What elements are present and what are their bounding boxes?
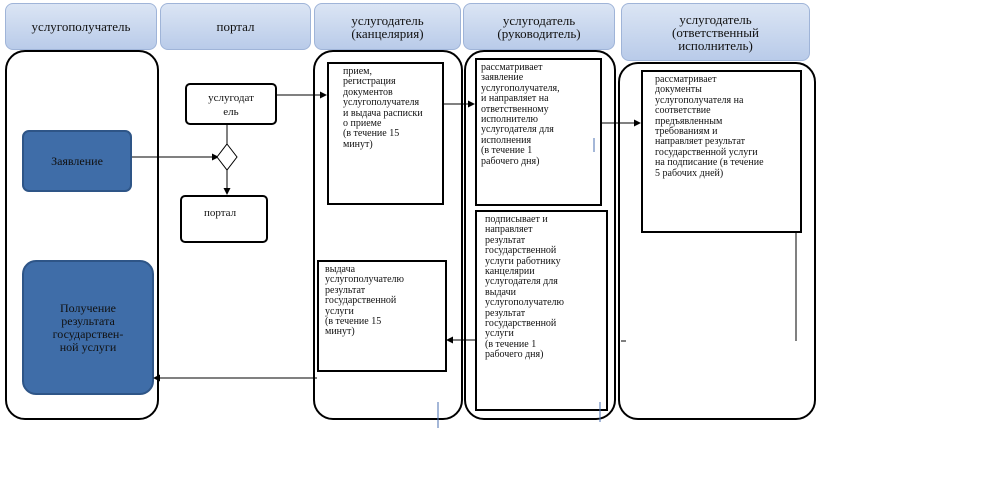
portal-box: портал [180,195,268,243]
application-node: Заявление [22,130,132,192]
office-issue-box: выдача услугополучателю результат госуда… [317,260,447,372]
office-reception-box: прием, регистрация документов услугополу… [327,62,444,205]
head-sign-box: подписывает и направляет результат госуд… [475,210,608,411]
portal-provider-box: услугодат ель [185,83,277,125]
lane-header-head: услугодатель (руководитель) [463,3,615,50]
lane-header-portal: портал [160,3,311,50]
head-review-box: рассматривает заявление услугополучателя… [475,58,602,206]
executor-review-box: рассматривает документы услугополучателя… [641,70,802,233]
lane-header-office: услугодатель (канцелярия) [314,3,461,50]
lane-header-executor: услугодатель (ответственный исполнитель) [621,3,810,61]
lane-header-recipient: услугополучатель [5,3,157,50]
receive-result-node: Получение результата государствен- ной у… [22,260,154,395]
